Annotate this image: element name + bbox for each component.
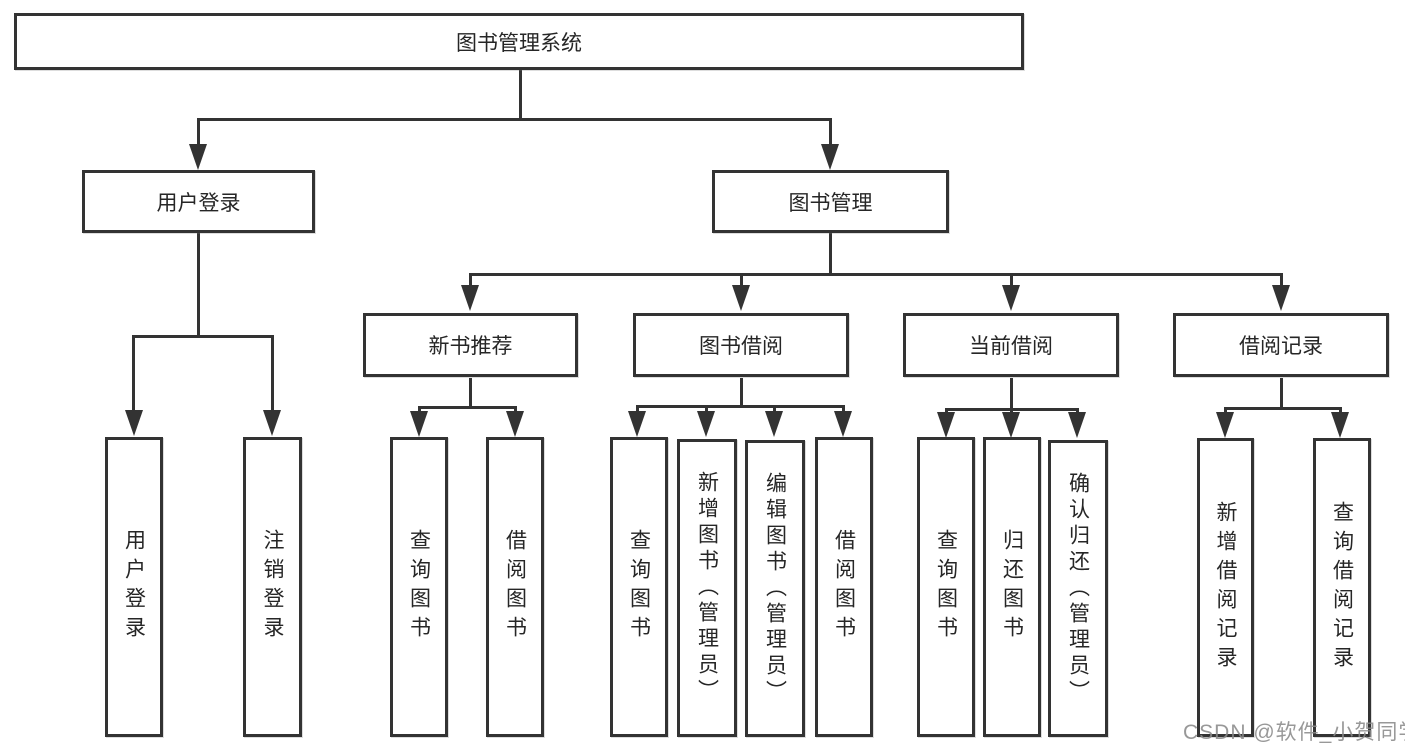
connector-drop bbox=[514, 406, 517, 415]
connector-drop-login-leaf2 bbox=[271, 335, 274, 413]
connector-drop bbox=[1224, 407, 1227, 415]
node-logout: 注销登录 bbox=[243, 437, 302, 737]
node-confirm-return-admin: 确认归还（管理员） bbox=[1048, 440, 1108, 737]
connector-drop-book-borrow bbox=[740, 273, 743, 287]
node-root-library-system: 图书管理系统 bbox=[14, 13, 1024, 70]
node-borrow-books-leaf: 借阅图书 bbox=[815, 437, 873, 737]
node-book-borrowing: 图书借阅 bbox=[633, 313, 849, 377]
connector-borrow-stem bbox=[740, 378, 743, 406]
connector-drop-current-borrow bbox=[1010, 273, 1013, 287]
arrow-down-icon bbox=[628, 411, 646, 437]
arrow-down-icon bbox=[697, 411, 715, 437]
connector-drop bbox=[945, 408, 948, 415]
arrow-down-icon bbox=[1002, 285, 1020, 311]
connector-drop bbox=[1076, 408, 1079, 415]
connector-root-branch bbox=[197, 118, 832, 121]
node-borrowing-records: 借阅记录 bbox=[1173, 313, 1389, 377]
connector-current-stem bbox=[1010, 378, 1013, 410]
arrow-down-icon bbox=[1002, 412, 1020, 438]
arrow-down-icon bbox=[125, 410, 143, 436]
connector-root-stem bbox=[519, 70, 522, 118]
node-new-book-recommend: 新书推荐 bbox=[363, 313, 578, 377]
arrow-down-icon bbox=[765, 411, 783, 437]
node-add-books-admin: 新增图书（管理员） bbox=[677, 439, 737, 737]
connector-login-stem bbox=[197, 233, 200, 335]
arrow-down-icon bbox=[937, 412, 955, 438]
arrow-down-icon bbox=[461, 285, 479, 311]
node-edit-books-admin: 编辑图书（管理员） bbox=[745, 440, 805, 737]
connector-mgmt-branch bbox=[469, 273, 1282, 276]
arrow-down-icon bbox=[821, 144, 839, 170]
node-add-borrow-record: 新增借阅记录 bbox=[1197, 438, 1254, 737]
connector-drop bbox=[842, 405, 845, 414]
connector-drop bbox=[705, 405, 708, 414]
csdn-watermark: CSDN @软件_小贺同学 bbox=[1183, 721, 1405, 744]
arrow-down-icon bbox=[834, 411, 852, 437]
connector-drop-borrow-records bbox=[1280, 273, 1283, 287]
node-query-books-newbook: 查询图书 bbox=[390, 437, 448, 737]
arrow-down-icon bbox=[189, 144, 207, 170]
node-query-books-current: 查询图书 bbox=[917, 437, 975, 737]
arrow-down-icon bbox=[410, 411, 428, 437]
node-query-books-borrow: 查询图书 bbox=[610, 437, 668, 737]
connector-drop bbox=[773, 405, 776, 414]
node-query-borrow-record: 查询借阅记录 bbox=[1313, 438, 1371, 737]
arrow-down-icon bbox=[732, 285, 750, 311]
connector-drop bbox=[1010, 408, 1013, 415]
node-current-borrowing: 当前借阅 bbox=[903, 313, 1119, 377]
node-user-login-leaf: 用户登录 bbox=[105, 437, 163, 737]
node-return-books: 归还图书 bbox=[983, 437, 1041, 737]
arrow-down-icon bbox=[1216, 412, 1234, 438]
connector-records-branch bbox=[1224, 407, 1342, 410]
connector-records-stem bbox=[1280, 378, 1283, 407]
connector-drop bbox=[1339, 407, 1342, 415]
arrow-down-icon bbox=[1272, 285, 1290, 311]
connector-drop bbox=[636, 405, 639, 414]
arrow-down-icon bbox=[1068, 412, 1086, 438]
arrow-down-icon bbox=[506, 411, 524, 437]
arrow-down-icon bbox=[1331, 412, 1349, 438]
node-user-login: 用户登录 bbox=[82, 170, 315, 233]
node-borrow-books-newbook: 借阅图书 bbox=[486, 437, 544, 737]
connector-drop bbox=[418, 406, 421, 415]
connector-mgmt-stem bbox=[829, 233, 832, 275]
node-book-management: 图书管理 bbox=[712, 170, 949, 233]
connector-drop-book-mgmt bbox=[829, 118, 832, 148]
connector-drop-login-leaf1 bbox=[132, 335, 135, 413]
connector-newbook-branch bbox=[418, 406, 517, 409]
connector-newbook-stem bbox=[469, 378, 472, 408]
connector-login-branch bbox=[132, 335, 274, 338]
connector-borrow-branch bbox=[636, 405, 845, 408]
connector-drop-user-login bbox=[197, 118, 200, 148]
connector-drop-new-book bbox=[469, 273, 472, 287]
arrow-down-icon bbox=[263, 410, 281, 436]
